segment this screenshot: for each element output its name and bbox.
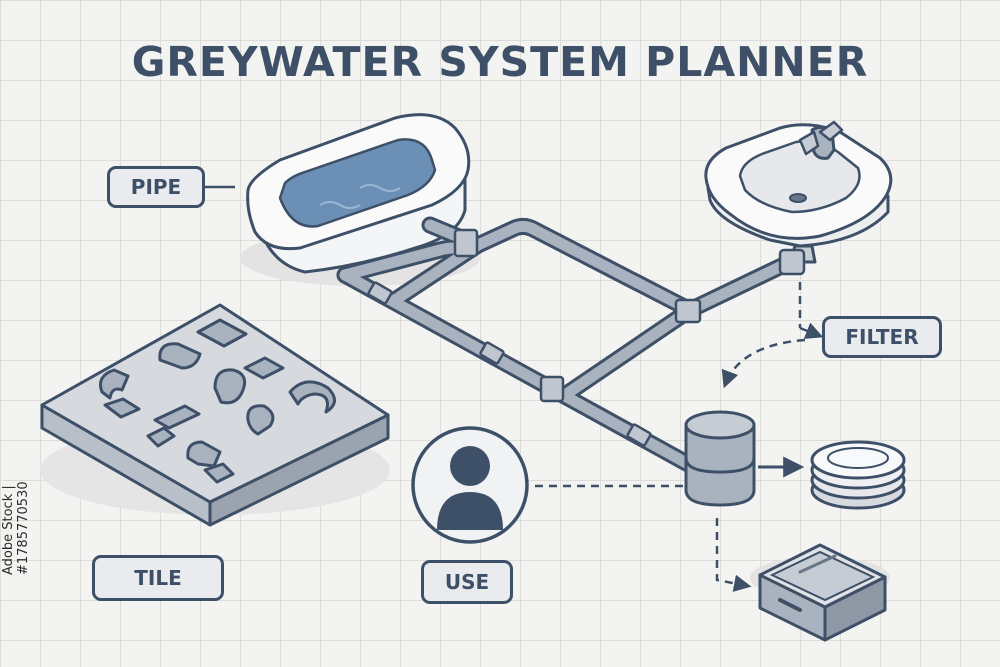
user-icon bbox=[411, 426, 529, 544]
bathtub-icon bbox=[246, 113, 471, 274]
use-label: USE bbox=[421, 560, 513, 604]
pipe-network-icon bbox=[336, 216, 806, 474]
filter-tank-icon bbox=[684, 410, 756, 507]
pipe-label: PIPE bbox=[107, 166, 205, 208]
page-title: GREYWATER SYSTEM PLANNER bbox=[131, 38, 869, 86]
sink-icon bbox=[704, 123, 893, 264]
tray-icon bbox=[758, 543, 887, 642]
faucet-icon bbox=[798, 120, 844, 160]
plate-stack-icon bbox=[810, 440, 906, 510]
tile-label: TILE bbox=[92, 555, 224, 601]
tile-board-icon bbox=[40, 303, 390, 527]
watermark: Adobe Stock | #1785770530 bbox=[1, 481, 31, 575]
filter-label: FILTER bbox=[822, 316, 942, 358]
